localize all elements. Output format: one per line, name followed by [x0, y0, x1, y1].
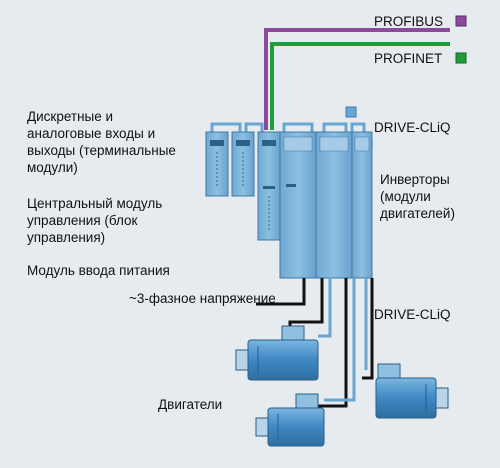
- drivecliq-marker-icon: [345, 106, 357, 118]
- io-modules-label-line-1: Дискретные и: [27, 109, 114, 124]
- inverters-label-line-3: двигателей): [380, 206, 455, 221]
- control-unit-label-line-3: управления): [27, 230, 106, 245]
- control-unit-label-line-1: Центральный модуль: [27, 196, 163, 211]
- profibus-cable: [264, 28, 450, 130]
- drivecliq-right-label: DRIVE-CLiQ: [374, 307, 451, 322]
- drivecliq-top-label: DRIVE-CLiQ: [374, 120, 451, 135]
- profinet-marker-icon: [455, 52, 467, 64]
- line-module-label: Модуль ввода питания: [27, 263, 170, 278]
- control-unit: [257, 131, 281, 241]
- control-unit-label-line-2: управления (блок: [27, 213, 138, 228]
- three-phase-cable: [256, 278, 306, 306]
- io-modules-label-line-3: выходы (терминальные: [27, 143, 176, 158]
- profinet-label: PROFINET: [374, 51, 443, 66]
- profibus-marker-icon: [455, 15, 467, 27]
- profibus-label: PROFIBUS: [374, 14, 444, 29]
- motors-label: Двигатели: [158, 397, 223, 412]
- inverters-label-line-1: Инверторы: [380, 172, 450, 187]
- inverters-label-line-2: (модули: [380, 189, 431, 204]
- io-modules-label-line-4: модули): [27, 160, 78, 175]
- profinet-cable: [270, 42, 450, 130]
- drivecliq-top-cables: [210, 122, 366, 132]
- line-module: [279, 131, 317, 279]
- three-phase-label: ~3-фазное напряжение: [129, 291, 276, 306]
- terminal-module-1: [205, 131, 229, 197]
- terminal-module-2: [231, 131, 255, 197]
- motor-module-1: [315, 131, 353, 279]
- motor-module-2: [351, 131, 373, 279]
- drivecliq-motor-cables: [318, 278, 368, 402]
- motor-1: [235, 325, 319, 381]
- motor-2: [255, 393, 325, 447]
- io-modules-label-line-2: аналоговые входы и: [27, 126, 156, 141]
- motor-3: [375, 363, 449, 419]
